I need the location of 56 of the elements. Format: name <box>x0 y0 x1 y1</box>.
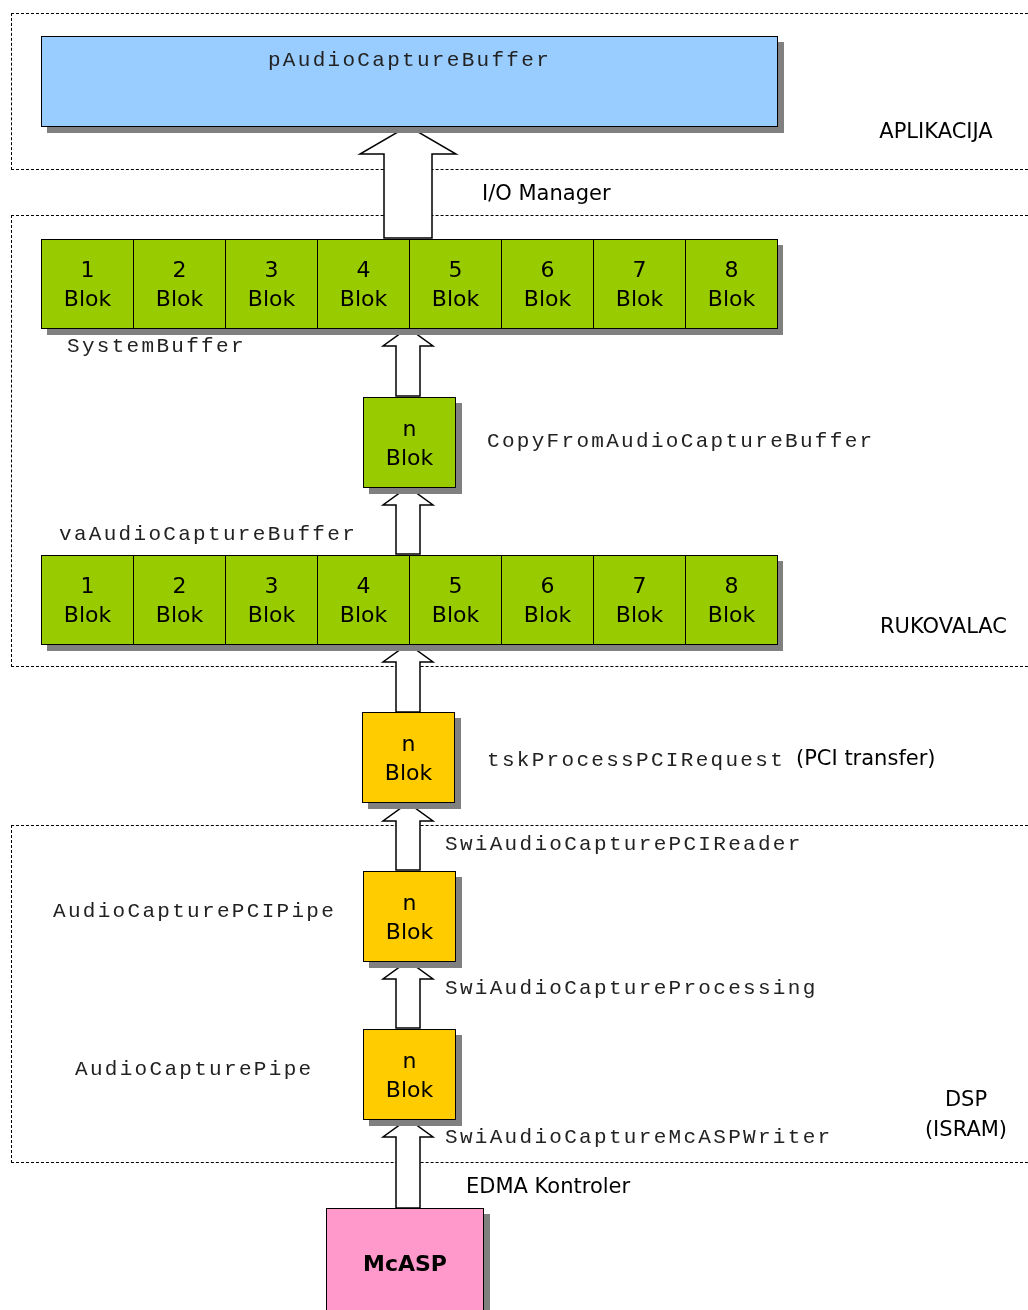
block-box <box>133 239 226 329</box>
node-caption: AudioCapturePipe <box>75 1058 314 1081</box>
block-label: 1 Blok <box>63 572 112 629</box>
block-label: n Blok <box>385 414 434 472</box>
block-box <box>685 555 778 645</box>
block-label: 6 Blok <box>523 256 572 313</box>
block-box <box>41 239 134 329</box>
node-caption: CopyFromAudioCaptureBuffer <box>487 430 875 453</box>
node-caption: AudioCapturePCIPipe <box>53 900 337 923</box>
edge-label: EDMA Kontroler <box>466 1174 631 1198</box>
node-caption: tskProcessPCIRequest <box>487 749 786 772</box>
block-box <box>685 239 778 329</box>
unit-name: McASP <box>362 1249 448 1278</box>
block-label: n Blok <box>385 1046 434 1104</box>
block-label: 4 Blok <box>339 572 388 629</box>
block-label: 6 Blok <box>523 572 572 629</box>
block-box <box>501 239 594 329</box>
block-label: 1 Blok <box>63 256 112 313</box>
block-box <box>593 555 686 645</box>
block-label: 5 Blok <box>431 572 480 629</box>
block-label: 2 Blok <box>155 256 204 313</box>
block-label: 8 Blok <box>707 572 756 629</box>
block-label: 8 Blok <box>707 256 756 313</box>
edge-label: I/O Manager <box>482 181 611 205</box>
edge-label: SwiAudioCaptureProcessing <box>445 977 818 1000</box>
block-box <box>317 555 410 645</box>
block-label: 3 Blok <box>247 572 296 629</box>
buffer-name: SystemBuffer <box>67 335 246 358</box>
region-label: DSP (ISRAM) <box>923 1086 1009 1143</box>
block-box <box>41 555 134 645</box>
region-frame <box>11 215 1028 667</box>
node-caption: (PCI transfer) <box>796 746 936 770</box>
block-box <box>225 239 318 329</box>
block-label: 5 Blok <box>431 256 480 313</box>
block-box <box>409 239 502 329</box>
block-label: 7 Blok <box>615 256 664 313</box>
block-label: 3 Blok <box>247 256 296 313</box>
region-label: RUKOVALAC <box>879 613 1008 640</box>
block-label: 4 Blok <box>339 256 388 313</box>
block-box <box>501 555 594 645</box>
region-frame <box>11 13 1028 170</box>
block-box <box>593 239 686 329</box>
block-box <box>409 555 502 645</box>
block-label: 2 Blok <box>155 572 204 629</box>
region-frame <box>11 825 1028 1163</box>
block-label: n Blok <box>385 888 434 946</box>
block-box <box>133 555 226 645</box>
block-box <box>317 239 410 329</box>
function-label: SwiAudioCaptureMcASPWriter <box>445 1126 833 1149</box>
buffer-name: pAudioCaptureBuffer <box>266 49 553 72</box>
buffer-name: vaAudioCaptureBuffer <box>59 523 358 546</box>
region-label: APLIKACIJA <box>878 118 994 145</box>
block-label: n Blok <box>384 729 433 787</box>
edge-label: SwiAudioCapturePCIReader <box>445 833 803 856</box>
block-box <box>225 555 318 645</box>
block-label: 7 Blok <box>615 572 664 629</box>
